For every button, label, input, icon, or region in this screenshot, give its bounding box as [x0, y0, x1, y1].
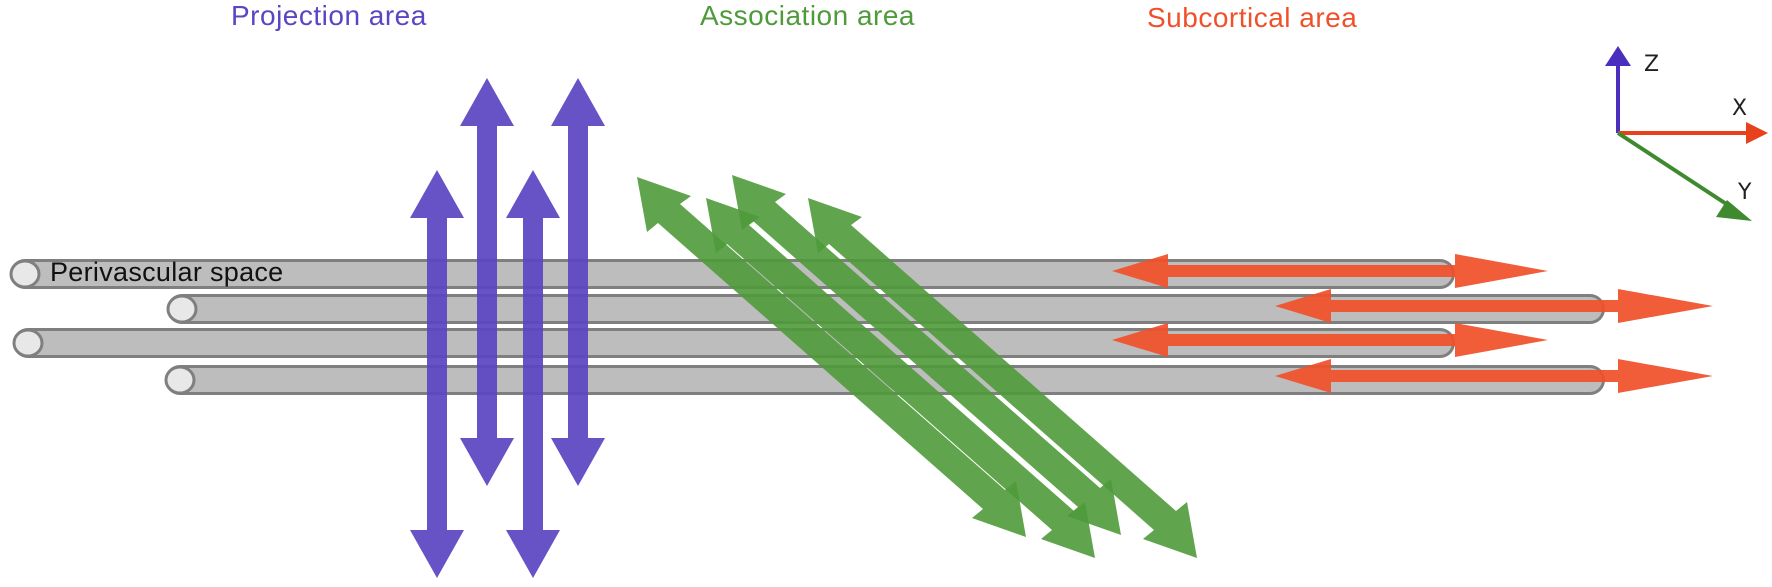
- y-axis-head: [1716, 200, 1752, 221]
- association-area-label: Association area: [700, 0, 916, 31]
- x-axis-label: X: [1732, 96, 1748, 121]
- perivascular-space-label: Perivascular space: [50, 257, 284, 287]
- x-axis-head: [1746, 122, 1768, 144]
- y-axis: [1616, 131, 1736, 211]
- y-axis-label: Y: [1738, 180, 1752, 205]
- association-arrow-4: [808, 198, 1197, 558]
- subcortical-arrow-3: [1112, 323, 1548, 357]
- projection-arrow-1: [410, 170, 464, 578]
- subcortical-arrow-4: [1275, 359, 1713, 393]
- projection-arrow-2: [460, 78, 514, 486]
- projection-area-label: Projection area: [231, 0, 427, 31]
- axes-indicator: [1605, 46, 1768, 221]
- projection-arrow-4: [551, 78, 605, 486]
- association-arrow-3: [732, 175, 1121, 535]
- subcortical-arrow-2: [1275, 289, 1713, 323]
- subcortical-area-label: Subcortical area: [1147, 2, 1358, 33]
- association-arrow-2: [706, 198, 1095, 558]
- projection-arrow-3: [506, 170, 560, 578]
- association-arrow-1: [637, 177, 1026, 537]
- z-axis-head: [1605, 46, 1631, 66]
- subcortical-arrow-1: [1112, 254, 1548, 288]
- z-axis-label: Z: [1644, 52, 1660, 77]
